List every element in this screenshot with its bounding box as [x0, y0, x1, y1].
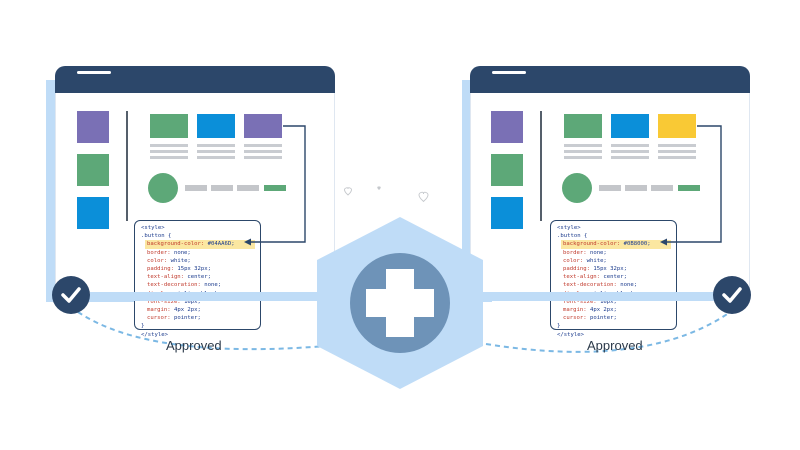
right-dashed-curve — [485, 309, 734, 353]
text-line — [197, 156, 235, 159]
left-divider — [126, 111, 128, 221]
left-window-titlebar — [55, 66, 335, 93]
left-blue-card — [197, 114, 235, 138]
text-line — [197, 144, 235, 147]
left-purple-square — [77, 111, 109, 143]
left-purple-card — [244, 114, 282, 138]
code-close-tag: </style> — [141, 331, 168, 338]
code-line: cursor: pointer; — [147, 315, 201, 322]
right-yellow-card — [658, 114, 696, 138]
code-bg-line: background-color: #04AA6D; — [145, 240, 255, 249]
heart-icon — [344, 187, 352, 196]
left-pill — [237, 185, 259, 191]
text-line — [150, 156, 188, 159]
code-bg-line: background-color: #0B8000; — [561, 240, 671, 249]
heart-icon — [418, 191, 429, 203]
text-line — [611, 144, 649, 147]
checkmark-icon — [722, 287, 742, 303]
right-approved-badge — [713, 276, 751, 314]
code-open-tag: <style> — [141, 225, 165, 231]
heart-icon — [377, 186, 381, 190]
code-line: text-decoration: none; — [147, 282, 222, 289]
code-line: font-size: 16px; — [147, 298, 201, 305]
code-line: text-align: center; — [147, 274, 211, 281]
code-line: padding: 15px 32px; — [563, 266, 628, 273]
right-arrowhead — [660, 238, 667, 246]
code-line: border: none; — [147, 249, 191, 256]
right-connector-bar — [476, 292, 721, 301]
left-code-box: <style> .button { background-color: #04A… — [134, 220, 261, 338]
right-pill — [599, 185, 621, 191]
text-line — [244, 150, 282, 153]
text-line — [244, 156, 282, 159]
code-line: font-size: 16px; — [563, 298, 617, 305]
text-line — [564, 144, 602, 147]
checkmark-icon — [61, 287, 81, 303]
left-blue-square — [77, 197, 109, 229]
right-window-shadow — [462, 80, 472, 302]
right-green-card — [564, 114, 602, 138]
left-green-square — [77, 154, 109, 186]
left-green-card — [150, 114, 188, 138]
right-connector-arrow — [666, 125, 722, 243]
right-pill — [651, 185, 673, 191]
left-pill — [211, 185, 233, 191]
code-line: margin: 4px 2px; — [563, 307, 617, 314]
right-green-circle — [562, 173, 592, 203]
right-pill-green — [678, 185, 700, 191]
merge-hexagon — [317, 217, 483, 389]
code-line: color: white; — [147, 257, 191, 264]
left-green-circle — [148, 173, 178, 203]
code-close-tag: </style> — [557, 331, 584, 338]
text-line — [564, 150, 602, 153]
right-divider — [540, 111, 542, 221]
left-pill-green — [264, 185, 286, 191]
left-pill — [185, 185, 207, 191]
text-line — [658, 144, 696, 147]
right-green-square — [491, 154, 523, 186]
right-blue-card — [611, 114, 649, 138]
code-close-brace: } — [141, 323, 145, 330]
text-line — [658, 150, 696, 153]
text-line — [197, 150, 235, 153]
code-prop: background-color: — [147, 241, 205, 248]
left-connector-arrow — [250, 125, 306, 243]
code-line: padding: 15px 32px; — [147, 266, 212, 273]
right-blue-square — [491, 197, 523, 229]
code-line: margin: 4px 2px; — [147, 307, 201, 314]
text-line — [244, 144, 282, 147]
left-titlebar-line — [77, 71, 111, 74]
left-approved-badge — [52, 276, 90, 314]
code-line: text-decoration: none; — [563, 282, 638, 289]
text-line — [150, 150, 188, 153]
code-line: text-align: center; — [563, 274, 627, 281]
code-open-tag: <style> — [557, 225, 581, 231]
left-window-shadow — [46, 80, 56, 302]
text-line — [611, 150, 649, 153]
text-line — [564, 156, 602, 159]
right-code-box: <style> .button { background-color: #0B8… — [550, 220, 677, 338]
right-titlebar-line — [492, 71, 526, 74]
right-window-titlebar — [470, 66, 750, 93]
code-prop: background-color: — [563, 241, 621, 248]
right-purple-square — [491, 111, 523, 143]
text-line — [150, 144, 188, 147]
code-val: #04AA6D; — [207, 241, 235, 248]
code-close-brace: } — [557, 323, 561, 330]
right-approved-label: Approved — [587, 338, 643, 353]
code-selector: .button { — [557, 233, 588, 240]
code-line: color: white; — [563, 257, 607, 264]
text-line — [658, 156, 696, 159]
left-connector-bar — [90, 292, 325, 301]
code-selector: .button { — [141, 233, 172, 240]
text-line — [611, 156, 649, 159]
left-dashed-curve — [77, 311, 327, 351]
code-line: cursor: pointer; — [563, 315, 617, 322]
right-pill — [625, 185, 647, 191]
code-val: #0B8000; — [623, 241, 651, 248]
code-line: border: none; — [563, 249, 607, 256]
left-approved-label: Approved — [166, 338, 222, 353]
left-arrowhead — [244, 238, 251, 246]
